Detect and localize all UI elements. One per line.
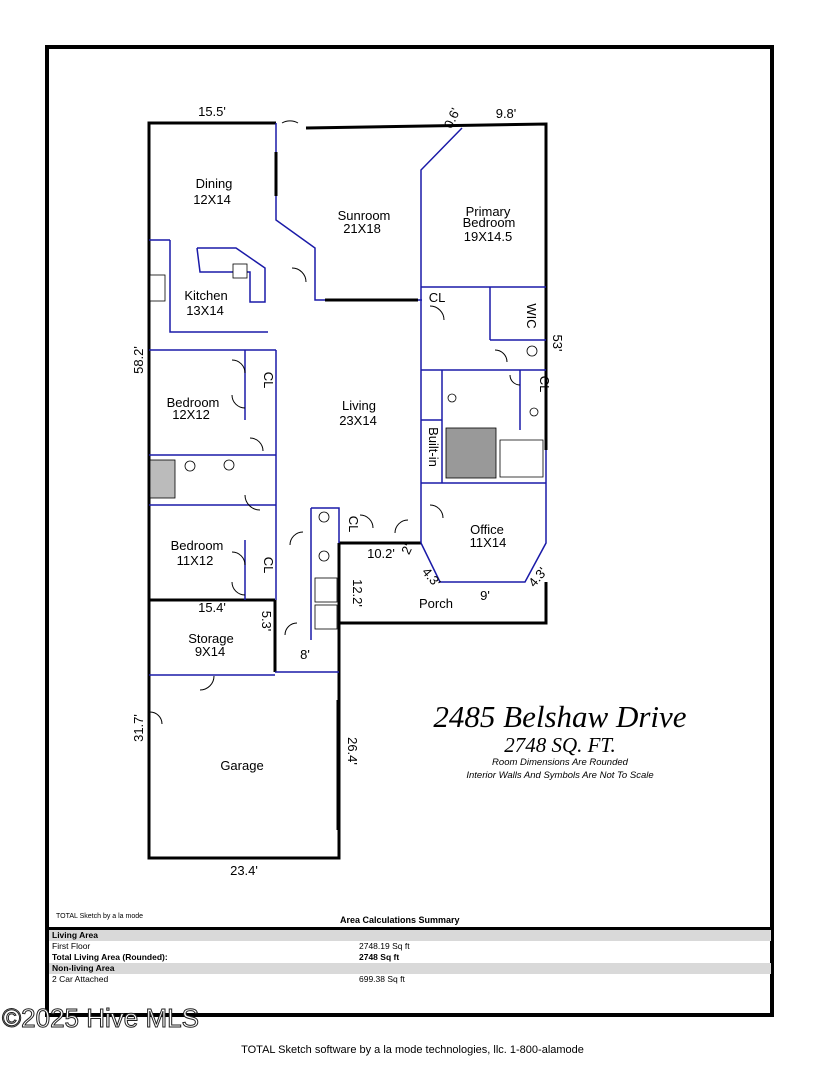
living-area-header: Living Area (49, 930, 771, 941)
garage-name: Garage (220, 758, 263, 773)
sunroom-size: 21X18 (343, 221, 381, 236)
property-title: 2485 Belshaw Drive 2748 SQ. FT. Room Dim… (405, 700, 715, 782)
bedroom2-name: Bedroom (171, 538, 224, 553)
cl-label-5: CL (261, 557, 276, 574)
page-frame (45, 45, 774, 1017)
sunroom-name: Sunroom (338, 208, 391, 223)
garage-value: 699.38 Sq ft (359, 974, 405, 984)
office-name: Office (470, 522, 504, 537)
note-rounded: Room Dimensions Are Rounded (492, 757, 628, 768)
dim-porch-top: 10.2' (367, 546, 395, 561)
cl-label-2: CL (261, 372, 276, 389)
dim-8: 8' (300, 647, 310, 662)
living-name: Living (342, 398, 376, 413)
footer-credit: TOTAL Sketch software by a la mode techn… (241, 1044, 584, 1056)
garage-label: 2 Car Attached (52, 974, 109, 984)
dining-size: 12X14 (193, 192, 231, 207)
dim-porch-side: 12.2' (350, 579, 365, 607)
total-living-value: 2748 Sq ft (359, 952, 400, 962)
dining-name: Dining (196, 176, 233, 191)
dim-garage-left: 31.7' (131, 714, 146, 742)
garage-row: 2 Car Attached 699.38 Sq ft (49, 974, 771, 985)
total-living-label: Total Living Area (Rounded): (52, 952, 168, 962)
door-swings (149, 120, 521, 725)
watermark: ©2025 Hive MLS (2, 1003, 200, 1034)
storage-name: Storage (188, 631, 234, 646)
nonliving-area-header: Non-living Area (49, 963, 771, 974)
kitchen-name: Kitchen (184, 288, 227, 303)
dim-storage-side: 5.3' (259, 611, 274, 632)
dim-top-left: 15.5' (198, 104, 226, 119)
cl-label-4: CL (346, 516, 361, 533)
living-area-header-label: Living Area (52, 930, 98, 940)
dim-storage-top: 15.4' (198, 600, 226, 615)
first-floor-row: First Floor 2748.19 Sq ft (49, 941, 771, 952)
wic-label: WIC (524, 303, 539, 328)
dim-garage-right: 26.4' (345, 737, 360, 765)
room-labels: Dining 12X14 Sunroom 21X18 Primary Bedro… (167, 176, 552, 773)
total-living-row: Total Living Area (Rounded): 2748 Sq ft (49, 952, 771, 963)
bedroom2-size: 11X12 (177, 553, 214, 568)
nonliving-area-header-label: Non-living Area (52, 963, 115, 973)
dim-office-left: 4.3' (419, 564, 444, 589)
builtin-label: Built-in (426, 427, 441, 467)
porch-name: Porch (419, 596, 453, 611)
dim-right: 53' (550, 335, 565, 352)
living-size: 23X14 (339, 413, 377, 428)
address: 2485 Belshaw Drive (433, 699, 687, 734)
storage-size: 9X14 (195, 644, 225, 659)
software-credit-small: TOTAL Sketch by a la mode (56, 913, 144, 920)
dim-top-right: 9.8' (496, 106, 517, 121)
primary-name2: Bedroom (463, 215, 516, 230)
office-size: 11X14 (470, 535, 507, 550)
first-floor-value: 2748.19 Sq ft (359, 941, 410, 951)
fixtures (149, 152, 544, 830)
primary-size: 19X14.5 (464, 229, 512, 244)
dim-office-bottom: 9' (480, 588, 490, 603)
summary-title: Area Calculations Summary (340, 915, 460, 925)
bedroom1-name: Bedroom (167, 395, 220, 410)
kitchen-size: 13X14 (186, 303, 224, 318)
dim-left: 58.2' (131, 346, 146, 374)
cl-label-1: CL (429, 290, 446, 305)
cl-label-3: CL (537, 376, 552, 393)
first-floor-label: First Floor (52, 941, 91, 951)
note-scale: Interior Walls And Symbols Are Not To Sc… (466, 770, 654, 781)
square-feet: 2748 SQ. FT. (504, 733, 616, 757)
primary-name: Primary (466, 204, 511, 219)
bedroom1-size: 12X12 (172, 407, 210, 422)
area-summary-table: Living Area First Floor 2748.19 Sq ft To… (49, 927, 771, 985)
interior-walls (149, 123, 547, 676)
dim-garage-bottom: 23.4' (230, 863, 258, 878)
